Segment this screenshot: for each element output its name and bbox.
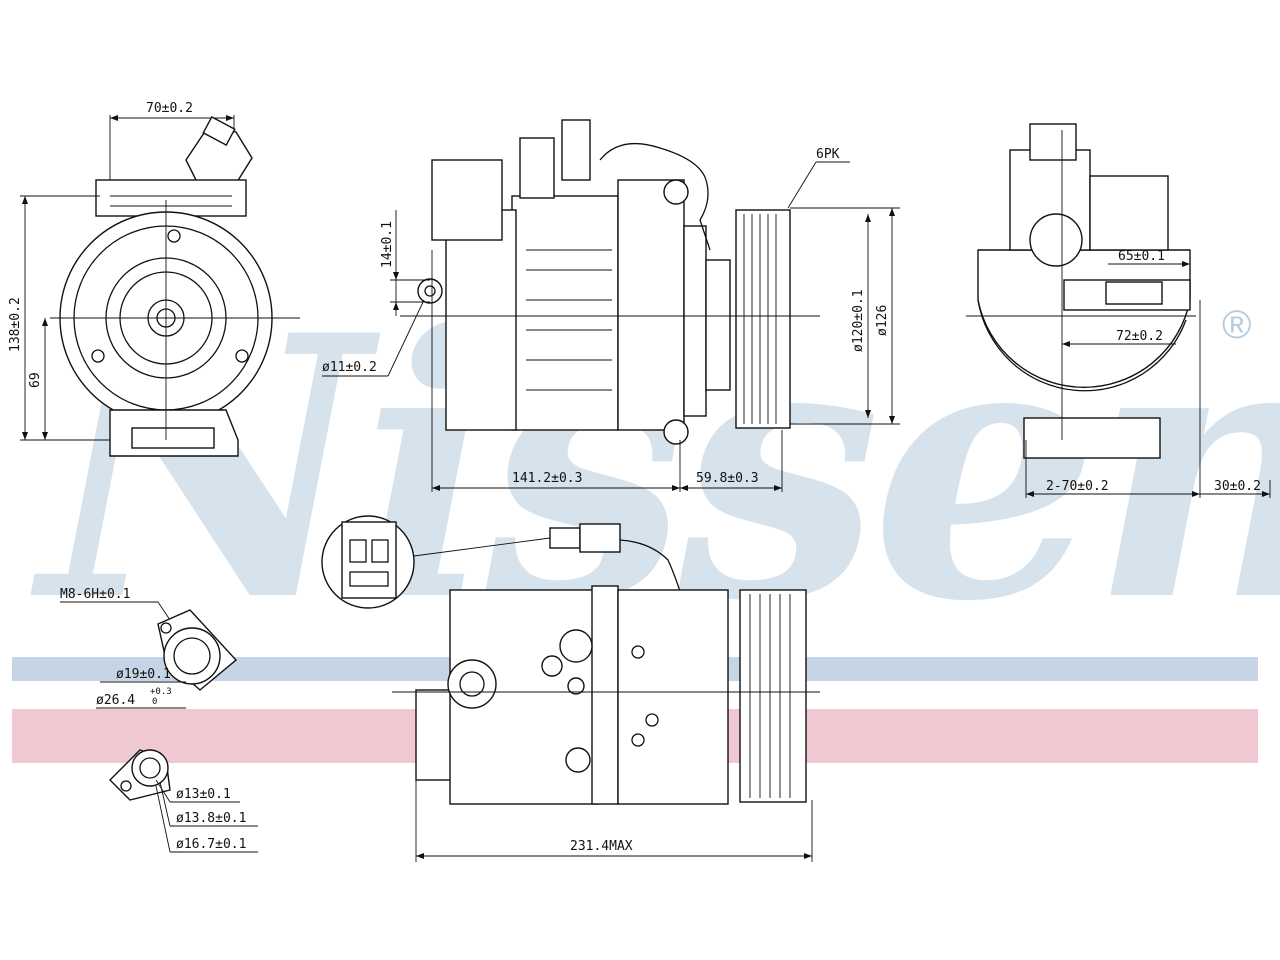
dim-side-pulley: 59.8±0.3	[696, 471, 759, 486]
dim-pulley-outer: ø126	[875, 305, 890, 336]
label-belt: 6PK	[816, 147, 840, 162]
dim-port-264: ø26.4	[96, 693, 135, 708]
front-view: 70±0.2 138±0.2 69	[8, 101, 300, 457]
dim-side-body: 141.2±0.3	[512, 471, 582, 486]
connector-detail	[321, 515, 691, 641]
dim-front-center: 69	[28, 372, 43, 388]
dim-port-13: ø13±0.1	[176, 787, 231, 802]
port-detail-lower: ø13±0.1 ø13.8±0.1 ø16.7±0.1	[109, 749, 258, 853]
dim-rear-72: 72±0.2	[1116, 329, 1163, 344]
dim-rear-mount: 2-70±0.2	[1046, 479, 1109, 494]
dim-pulley-dia: ø120±0.1	[851, 289, 866, 352]
dim-port-264-tol-upper: +0.3	[150, 687, 172, 697]
dim-port-264-tol-lower: 0	[152, 697, 157, 707]
dim-rear-65: 65±0.1	[1118, 249, 1165, 264]
registered-mark: ®	[1222, 303, 1251, 347]
dim-port-138: ø13.8±0.1	[176, 811, 246, 826]
dim-side-14: 14±0.1	[380, 221, 395, 268]
bottom-view: 231.4MAX	[392, 585, 820, 862]
dim-front-height: 138±0.2	[8, 297, 23, 352]
rear-view: 65±0.1 72±0.2 2-70±0.2 30±0.2	[966, 123, 1271, 498]
dim-side-hole: ø11±0.2	[322, 360, 377, 375]
dim-total-length: 231.4MAX	[570, 839, 633, 854]
dim-port-19: ø19±0.1	[116, 667, 171, 682]
dim-thread: M8-6H±0.1	[60, 587, 130, 602]
dim-port-167: ø16.7±0.1	[176, 837, 246, 852]
dim-rear-30: 30±0.2	[1214, 479, 1261, 494]
side-view: 14±0.1 ø11±0.2 141.2±0.3 59.8±0.3 ø120±0…	[322, 119, 900, 492]
port-detail-upper: M8-6H±0.1 ø19±0.1 ø26.4 +0.3 0	[60, 587, 238, 709]
dim-front-width: 70±0.2	[146, 101, 193, 116]
